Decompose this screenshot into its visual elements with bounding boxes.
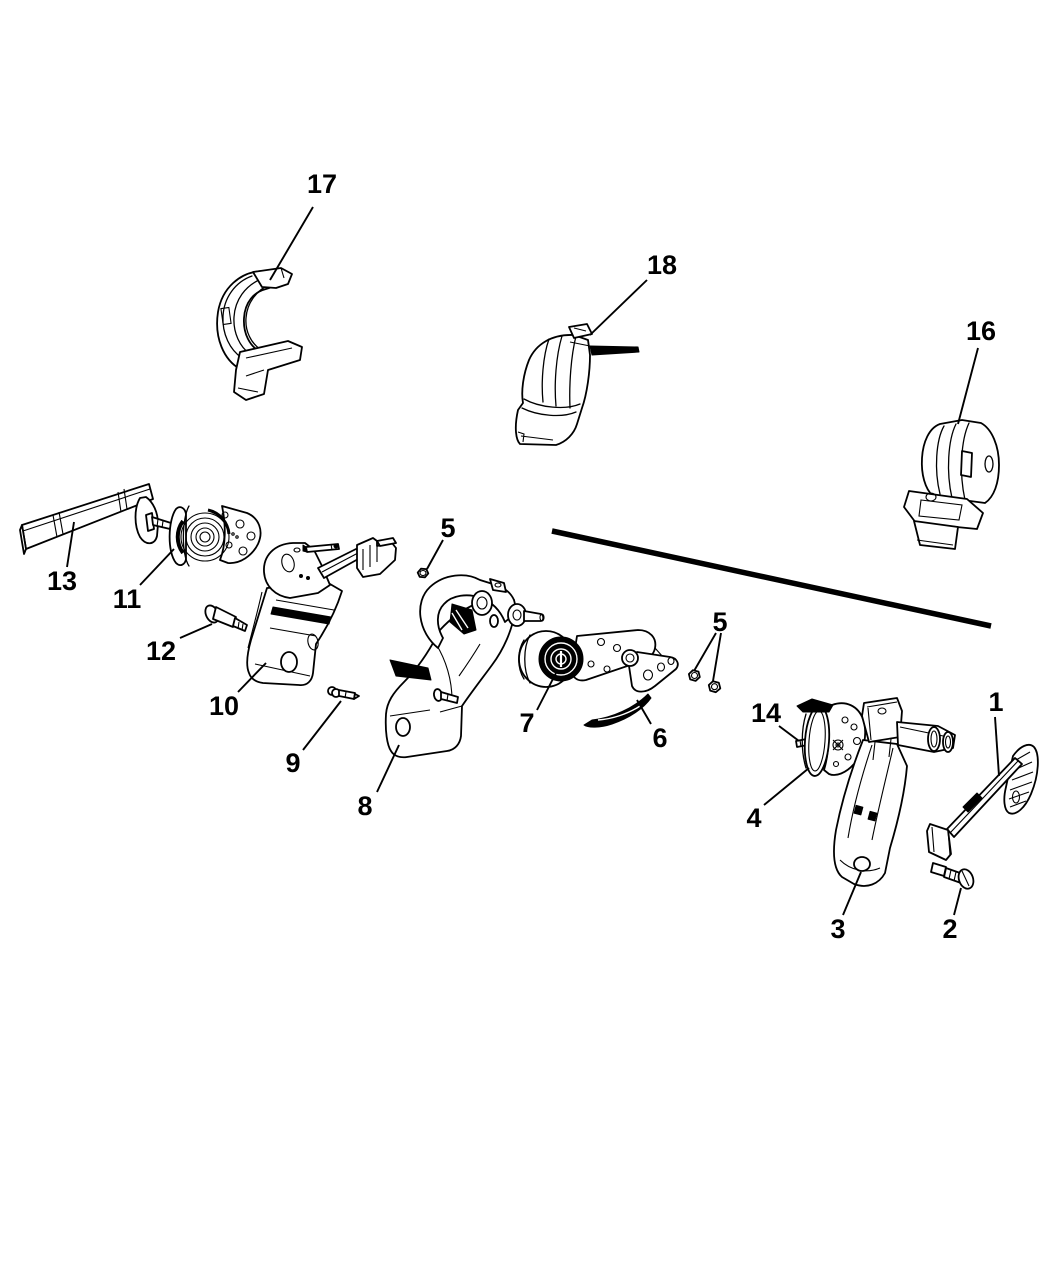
callout-2-label: 2	[942, 914, 957, 944]
callout-3-leader	[842, 871, 862, 916]
callout-6-label: 6	[652, 723, 667, 753]
callout-8-leader	[376, 744, 400, 793]
callout-11-label: 11	[113, 584, 142, 614]
callout-9-label: 9	[285, 748, 300, 778]
part-13-strap-drawing	[19, 483, 172, 555]
callout-16-leader	[957, 347, 979, 425]
part-17-cover-drawing	[216, 267, 303, 401]
callout-4-leader	[763, 767, 810, 806]
callout-10-leader	[237, 662, 267, 693]
torsion-bar-drawing	[551, 528, 992, 629]
callout-5b-label: 5	[712, 607, 727, 637]
part-18-cover-drawing	[514, 323, 640, 446]
callout-labels: 17 18 16 13 11 12 10 9 8 5 7 6 5 14 4 1 …	[47, 169, 1004, 944]
part-1-strap-drawing	[926, 743, 1039, 861]
callout-12-leader	[179, 623, 213, 639]
callout-5b-leader-1	[693, 632, 717, 672]
callout-9-leader	[302, 700, 342, 751]
part-11-recliner-spring-drawing	[168, 505, 262, 567]
callout-12-label: 12	[146, 636, 176, 666]
callout-17-leader	[269, 206, 314, 281]
callout-leaders	[66, 206, 1000, 916]
callout-7-leader	[536, 672, 557, 711]
callout-1-leader	[994, 716, 1000, 777]
part-7-recliner-spring-drawing	[518, 629, 664, 688]
callout-2-leader	[953, 887, 962, 916]
callout-17-label: 17	[307, 169, 337, 199]
callout-13-label: 13	[47, 566, 77, 596]
part-16-retractor-drawing	[903, 419, 1000, 550]
part-5-nut-b-drawing	[688, 669, 722, 694]
part-5-nut-a-drawing	[416, 567, 430, 579]
callout-8-label: 8	[357, 791, 372, 821]
part-6-lever-drawing	[583, 649, 679, 728]
callout-6-leader	[636, 699, 652, 725]
callout-4-label: 4	[746, 803, 761, 833]
callout-14-label: 14	[751, 698, 781, 728]
part-9-screw-drawing	[327, 686, 360, 700]
callout-13-leader	[66, 521, 75, 568]
part-12-bolt-drawing	[204, 604, 248, 632]
callout-14-leader	[778, 725, 800, 742]
part-8-bracket-drawing	[384, 574, 545, 759]
callout-18-leader	[589, 279, 648, 336]
part-10-bracket-drawing	[246, 537, 397, 686]
part-2-screw-drawing	[930, 862, 975, 890]
callout-3-label: 3	[830, 914, 845, 944]
callout-1-label: 1	[988, 687, 1003, 717]
part-3-bracket-drawing	[833, 697, 956, 887]
callout-10-label: 10	[209, 691, 239, 721]
callout-16-label: 16	[966, 316, 996, 346]
callout-5a-leader	[426, 539, 444, 570]
callout-11-leader	[139, 548, 175, 586]
callout-5a-label: 5	[440, 513, 455, 543]
callout-18-label: 18	[647, 250, 677, 280]
callout-5b-leader-2	[712, 632, 722, 682]
callout-7-label: 7	[519, 708, 534, 738]
